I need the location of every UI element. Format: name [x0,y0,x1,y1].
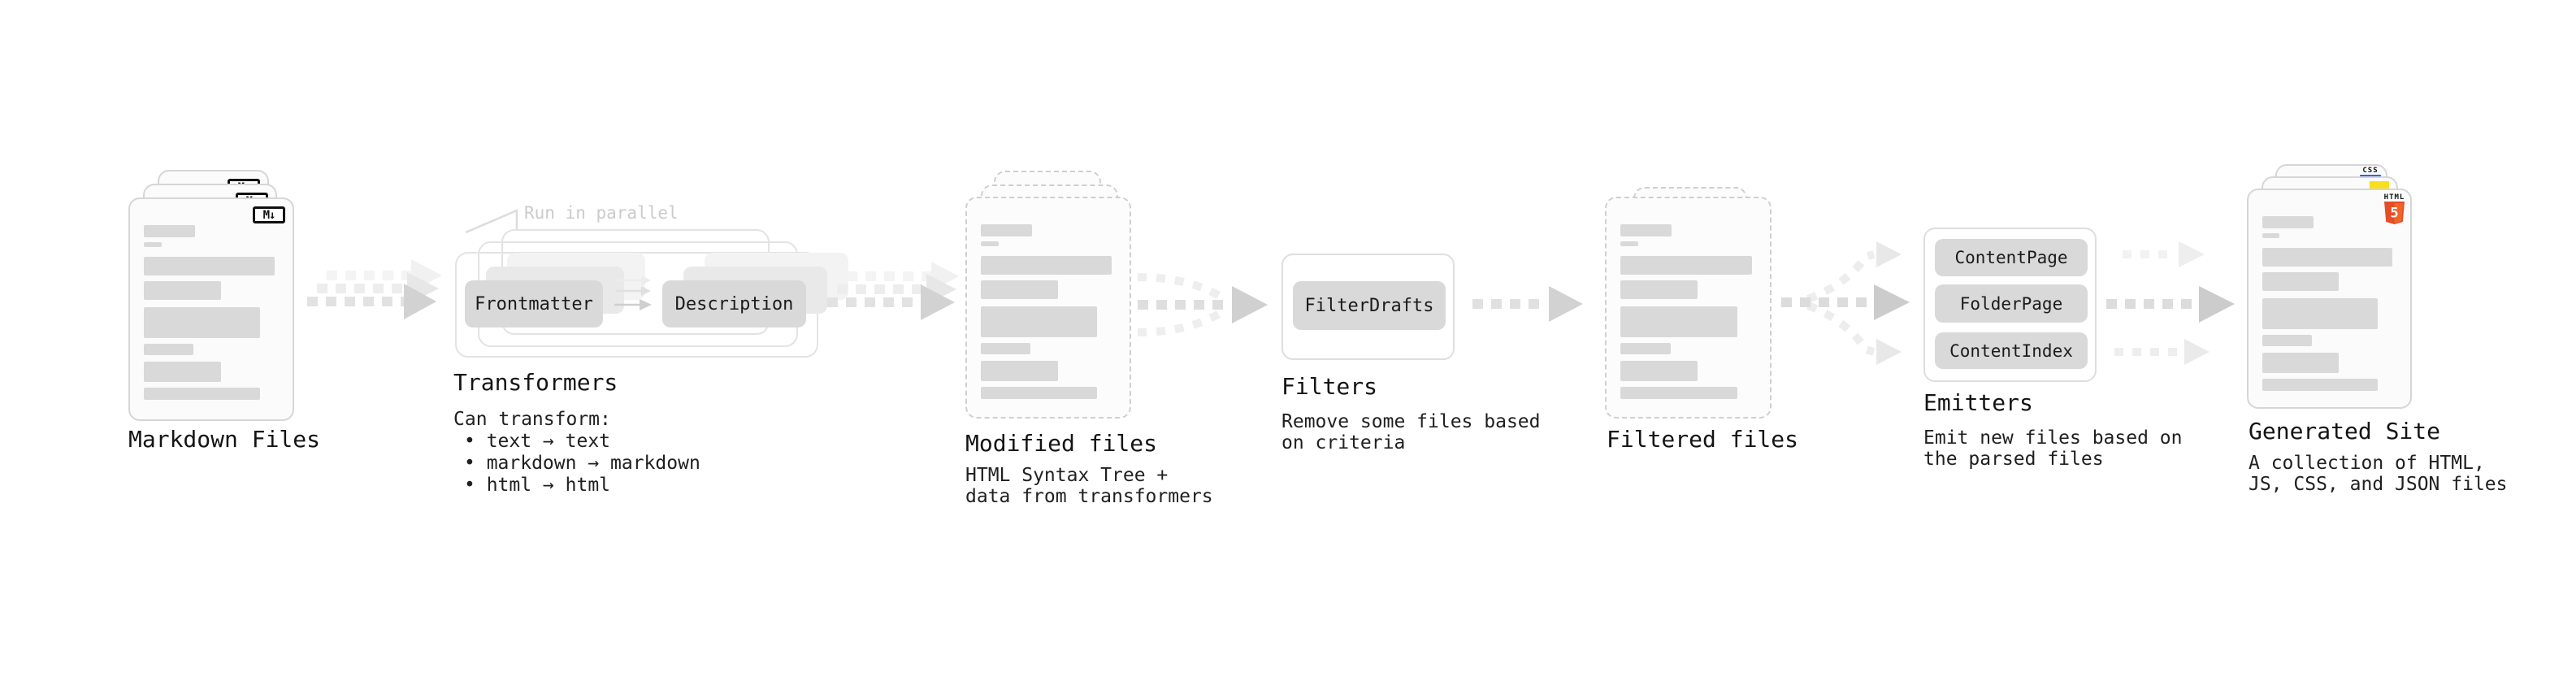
text-placeholder-bar [981,241,999,246]
html5-icon: HTML 5 [2383,193,2405,224]
modified-file-stack [965,171,1160,422]
text-placeholder-bar [144,307,260,338]
file-card-front: M↓ [128,197,294,421]
generated-site-label: Generated Site [2249,418,2441,445]
text-placeholder-bar [2262,233,2280,238]
transformers-description: Can transform: • text → text • markdown … [453,409,700,497]
node-emitters: ContentPage FolderPage ContentIndex Emit… [1923,228,2216,496]
svg-text:5: 5 [2390,206,2398,222]
node-filters: FilterDrafts Filters Remove some files b… [1281,254,1574,481]
emitter-box-contentindex: ContentIndex [1935,332,2088,369]
filtered-files-label: Filtered files [1607,426,1799,453]
markdown-file-stack: M↓ M↓ M↓ [128,170,323,421]
text-placeholder-bar [981,343,1031,354]
filtered-file-stack [1605,185,1800,421]
text-placeholder-bar [1620,343,1671,354]
node-generated-site: CSS HTML 5 [2247,164,2572,514]
node-markdown-files: M↓ M↓ M↓ Markdown Files [128,170,372,511]
text-placeholder-bar [1620,387,1737,399]
transform-item: • markdown → markdown [464,453,700,474]
text-placeholder-bar [2262,379,2378,391]
text-placeholder-bar [144,362,221,382]
text-placeholder-bar [144,281,221,300]
text-placeholder-bar [2262,248,2393,267]
file-card-front [1605,197,1772,419]
transformers-label: Transformers [453,369,618,396]
filter-box-filterdrafts: FilterDrafts [1293,281,1446,330]
can-transform-title: Can transform: [453,409,611,430]
text-placeholder-bar [1620,306,1737,337]
filters-group-box: FilterDrafts [1281,254,1455,360]
file-card-front [965,197,1131,419]
text-placeholder-bar [144,257,275,275]
node-transformers: Run in parallel Frontmatter Description … [453,203,848,512]
html5-shield-icon: 5 [2384,202,2405,224]
filters-label: Filters [1281,373,1378,400]
emitters-group-box: ContentPage FolderPage ContentIndex [1923,228,2097,382]
text-placeholder-bar [1620,361,1698,381]
transform-item: • html → html [464,475,611,496]
text-placeholder-bar [981,306,1097,337]
filters-description: Remove some files based on criteria [1281,411,1541,453]
emitter-box-contentpage: ContentPage [1935,239,2088,276]
text-placeholder-bar [981,224,1033,236]
file-card-html: HTML 5 [2247,189,2412,409]
text-placeholder-bar [2262,335,2313,346]
transform-item: • text → text [464,431,611,452]
text-placeholder-bar [981,387,1097,399]
emitters-label: Emitters [1923,389,2033,416]
text-placeholder-bars [1620,224,1756,417]
text-placeholder-bar [144,242,162,247]
text-placeholder-bar [2262,298,2378,329]
text-placeholder-bar [1620,256,1752,275]
text-placeholder-bar [144,388,260,400]
text-placeholder-bar [1620,241,1638,246]
text-placeholder-bar [144,225,196,237]
css-icon-text: CSS [2362,167,2379,175]
text-placeholder-bar [1620,280,1698,299]
markdown-icon: M↓ [253,206,285,223]
text-placeholder-bar [2262,272,2340,291]
text-placeholder-bar [1620,224,1672,236]
transformer-box-frontmatter: Frontmatter [465,280,603,327]
text-placeholder-bars [144,225,279,419]
transformer-box-description: Description [662,280,806,327]
text-placeholder-bars [981,224,1116,417]
markdown-files-label: Markdown Files [128,426,321,453]
text-placeholder-bar [981,280,1058,299]
transformer-frame-stack: Frontmatter Description [455,228,848,359]
emitter-box-folderpage: FolderPage [1935,284,2088,323]
html5-icon-text: HTML [2383,193,2405,202]
run-in-parallel-annotation: Run in parallel [524,203,679,223]
modified-files-description: HTML Syntax Tree + data from transformer… [965,465,1213,507]
text-placeholder-bar [981,361,1058,381]
javascript-icon [2370,181,2389,190]
generated-file-stack: CSS HTML 5 [2247,164,2442,412]
text-placeholder-bar [2262,353,2340,373]
text-placeholder-bar [2262,216,2314,228]
text-placeholder-bar [981,256,1112,275]
node-modified-files: Modified files HTML Syntax Tree + data f… [965,171,1242,512]
emitters-description: Emit new files based on the parsed files [1923,427,2183,470]
text-placeholder-bar [144,344,194,355]
generated-site-description: A collection of HTML, JS, CSS, and JSON … [2249,453,2508,495]
text-placeholder-bars [2262,216,2396,407]
node-filtered-files: Filtered files [1605,185,1849,510]
modified-files-label: Modified files [965,430,1158,457]
